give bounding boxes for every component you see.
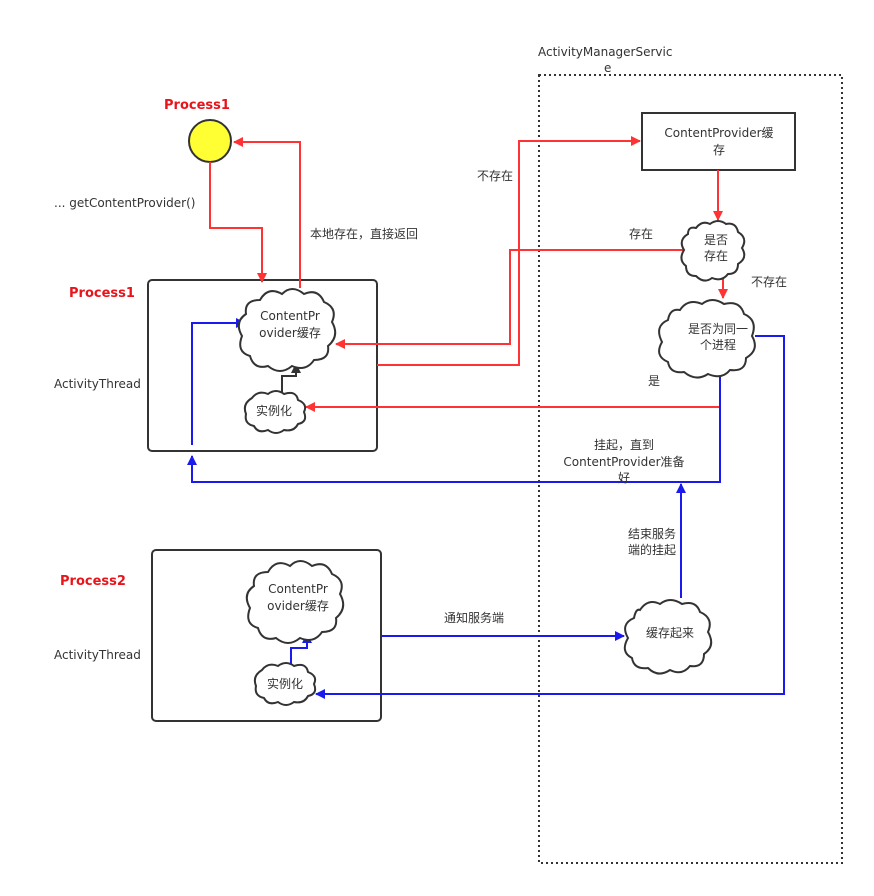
suspend-arrow <box>187 372 721 483</box>
p1-cache-line1: ContentPr <box>260 309 320 323</box>
notify-server-label: 通知服务端 <box>444 610 504 625</box>
local-exists-label: 本地存在，直接返回 <box>310 226 418 241</box>
cache-it-label: 缓存起来 <box>646 626 694 640</box>
p1-instantiate-cloud: 实例化 <box>243 390 307 434</box>
p2-cache-line1: ContentPr <box>268 582 328 596</box>
p2-cache-line2: ovider缓存 <box>267 599 329 613</box>
process1-top-label: Process1 <box>164 98 230 113</box>
activity-thread-1-label: ActivityThread <box>54 377 141 391</box>
same-process-cloud: 是否为同一 个进程 <box>658 299 756 379</box>
p2-instantiate-cloud: 实例化 <box>253 662 317 706</box>
same-process-line2: 个进程 <box>700 337 736 352</box>
process1-box-label: Process1 <box>69 286 135 301</box>
p2-cache-cloud: ContentPr ovider缓存 <box>245 560 345 644</box>
p1-resume-arrow <box>191 318 246 445</box>
not-exist-right-label: 不存在 <box>751 275 787 289</box>
p2-instantiate-arrow <box>315 335 785 699</box>
ams-label-line1: ActivityManagerServic <box>538 45 672 59</box>
start-circle <box>188 119 232 163</box>
p1-instantiate-to-cache-arrow <box>281 363 301 392</box>
p2-instantiate-label: 实例化 <box>267 676 303 691</box>
suspend-label-line3: 好 <box>618 471 630 485</box>
p1-instantiate-label: 实例化 <box>256 403 292 418</box>
suspend-label-line1: 挂起，直到 <box>594 438 654 452</box>
suspend-label-line2: ContentProvider准备 <box>563 455 684 469</box>
exists-question-line1: 是否 <box>704 233 728 247</box>
yes-label: 是 <box>648 374 660 388</box>
end-suspend-label-line1: 结束服务 <box>628 526 676 541</box>
activity-thread-2-label: ActivityThread <box>54 648 141 662</box>
local-return-arrow <box>233 137 301 288</box>
get-content-provider-label: ... getContentProvider() <box>54 196 195 210</box>
ams-label-line2: e <box>604 61 611 75</box>
ams-cache-line2: 存 <box>713 143 725 157</box>
p1-cache-cloud: ContentPr ovider缓存 <box>237 288 337 372</box>
ams-cache-box <box>641 112 796 171</box>
exists-question-cloud: 是否 存在 <box>680 220 746 282</box>
end-suspend-label-line2: 端的挂起 <box>628 542 676 557</box>
p1-cache-line2: ovider缓存 <box>259 326 321 340</box>
p2-instantiate-to-cache-arrow <box>290 633 312 670</box>
process2-box-label: Process2 <box>60 574 126 589</box>
cache-it-cloud: 缓存起来 <box>623 599 713 675</box>
exists-label: 存在 <box>629 227 653 241</box>
not-exist-to-ams-arrow <box>377 136 641 366</box>
exists-return-arrow <box>335 249 688 349</box>
same-process-line1: 是否为同一 <box>688 322 748 336</box>
exists-question-line2: 存在 <box>704 249 728 263</box>
ams-cache-line1: ContentProvider缓 <box>664 126 773 140</box>
get-provider-arrow <box>209 162 267 283</box>
ams-container <box>538 74 843 864</box>
not-exist-top-label: 不存在 <box>477 169 513 183</box>
